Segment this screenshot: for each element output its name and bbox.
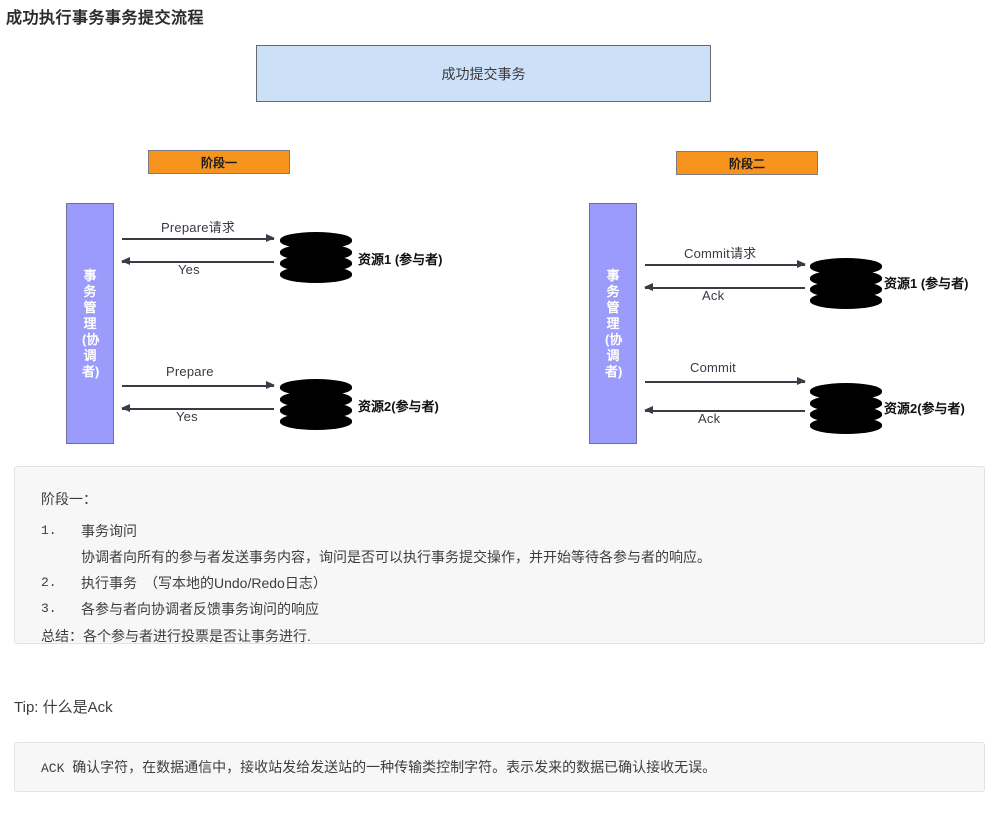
p2-resource1-label: 资源1 (参与者) xyxy=(884,276,969,291)
database-icon-p2-resource2 xyxy=(810,383,882,435)
arrow-p1-yes-1 xyxy=(121,257,274,266)
arrow-label-p2-ack-2: Ack xyxy=(698,411,721,426)
db-band xyxy=(280,413,352,430)
arrow-shaft xyxy=(122,261,274,263)
coordinator-label-phase1: 事务管理(协调者) xyxy=(82,267,100,379)
arrow-head xyxy=(644,406,653,414)
arrow-label-p2-commit: Commit xyxy=(690,360,736,375)
arrow-shaft xyxy=(645,287,805,289)
ack-description: 确认字符，在数据通信中，接收站发给发送站的一种传输类控制字符。表示发来的数据已确… xyxy=(72,759,717,775)
arrow-label-p1-yes-2: Yes xyxy=(176,409,198,424)
arrow-head xyxy=(121,404,130,412)
arrow-p1-yes-2 xyxy=(121,404,274,413)
ack-definition-box: ACK 确认字符，在数据通信中，接收站发给发送站的一种传输类控制字符。表示发来的… xyxy=(14,742,985,792)
coordinator-box-phase2: 事务管理(协调者) xyxy=(589,203,637,444)
steps-heading: 阶段一： xyxy=(41,491,97,507)
phase-one-steps-box: 阶段一： 1. 事务询问 协调者向所有的参与者发送事务内容，询问是否可以执行事务… xyxy=(14,466,985,644)
page-title: 成功执行事务事务提交流程 xyxy=(6,10,205,27)
step-text: 各参与者向协调者反馈事务询问的响应 xyxy=(81,601,319,617)
arrow-label-p2-ack-1: Ack xyxy=(702,288,725,303)
arrow-shaft xyxy=(122,408,274,410)
arrow-head xyxy=(266,381,275,389)
arrow-label-p1-yes-1: Yes xyxy=(178,262,200,277)
db-band xyxy=(810,292,882,309)
arrow-shaft xyxy=(122,238,274,240)
ack-abbreviation: ACK xyxy=(41,761,65,776)
arrow-shaft xyxy=(122,385,274,387)
stage-two-badge: 阶段二 xyxy=(676,151,818,175)
steps-summary: 总结：各个参与者进行投票是否让事务进行. xyxy=(41,628,311,644)
arrow-label-p1-prepare-request: Prepare请求 xyxy=(161,220,236,235)
p1-resource2-label: 资源2(参与者) xyxy=(358,399,439,414)
step-number: 2. xyxy=(41,575,57,590)
list-item: 1. 事务询问 协调者向所有的参与者发送事务内容，询问是否可以执行事务提交操作，… xyxy=(41,518,958,570)
steps-list: 1. 事务询问 协调者向所有的参与者发送事务内容，询问是否可以执行事务提交操作，… xyxy=(41,518,958,622)
arrow-head xyxy=(797,377,806,385)
database-icon-p1-resource2 xyxy=(280,379,352,431)
success-commit-banner: 成功提交事务 xyxy=(256,45,711,102)
arrow-label-p1-prepare: Prepare xyxy=(166,364,214,379)
arrow-head xyxy=(797,260,806,268)
stage-one-badge: 阶段一 xyxy=(148,150,290,174)
p2-resource2-label: 资源2(参与者) xyxy=(884,401,965,416)
arrow-p2-ack-2 xyxy=(644,406,805,415)
arrow-shaft xyxy=(645,410,805,412)
two-phase-commit-diagram: 成功提交事务 阶段一 阶段二 事务管理(协调者) 资源1 (参与者) Prepa… xyxy=(0,28,999,460)
step-subtext: 协调者向所有的参与者发送事务内容，询问是否可以执行事务提交操作，并开始等待各参与… xyxy=(81,549,711,565)
list-item: 2. 执行事务 （写本地的Undo/Redo日志） xyxy=(41,570,958,596)
arrow-p2-ack-1 xyxy=(644,283,805,292)
arrow-head xyxy=(121,257,130,265)
arrow-shaft xyxy=(645,264,805,266)
arrow-p2-commit-request xyxy=(645,260,806,269)
arrow-label-p2-commit-request: Commit请求 xyxy=(684,246,757,261)
list-item: 3. 各参与者向协调者反馈事务询问的响应 xyxy=(41,596,958,622)
coordinator-box-phase1: 事务管理(协调者) xyxy=(66,203,114,444)
arrow-p1-prepare xyxy=(122,381,275,390)
arrow-head xyxy=(266,234,275,242)
step-number: 3. xyxy=(41,601,57,616)
arrow-p1-prepare-request xyxy=(122,234,275,243)
ack-text: ACK 确认字符，在数据通信中，接收站发给发送站的一种传输类控制字符。表示发来的… xyxy=(41,757,716,777)
step-text: 执行事务 （写本地的Undo/Redo日志） xyxy=(81,575,327,591)
arrow-shaft xyxy=(645,381,805,383)
database-icon-p2-resource1 xyxy=(810,258,882,310)
database-icon-p1-resource1 xyxy=(280,232,352,284)
coordinator-label-phase2: 事务管理(协调者) xyxy=(605,267,623,379)
db-band xyxy=(280,266,352,283)
arrow-p2-commit xyxy=(645,377,806,386)
tip-label: Tip: 什么是Ack xyxy=(14,699,113,716)
arrow-head xyxy=(644,283,653,291)
p1-resource1-label: 资源1 (参与者) xyxy=(358,252,443,267)
step-text: 事务询问 xyxy=(81,523,137,539)
db-band xyxy=(810,417,882,434)
step-number: 1. xyxy=(41,523,57,538)
